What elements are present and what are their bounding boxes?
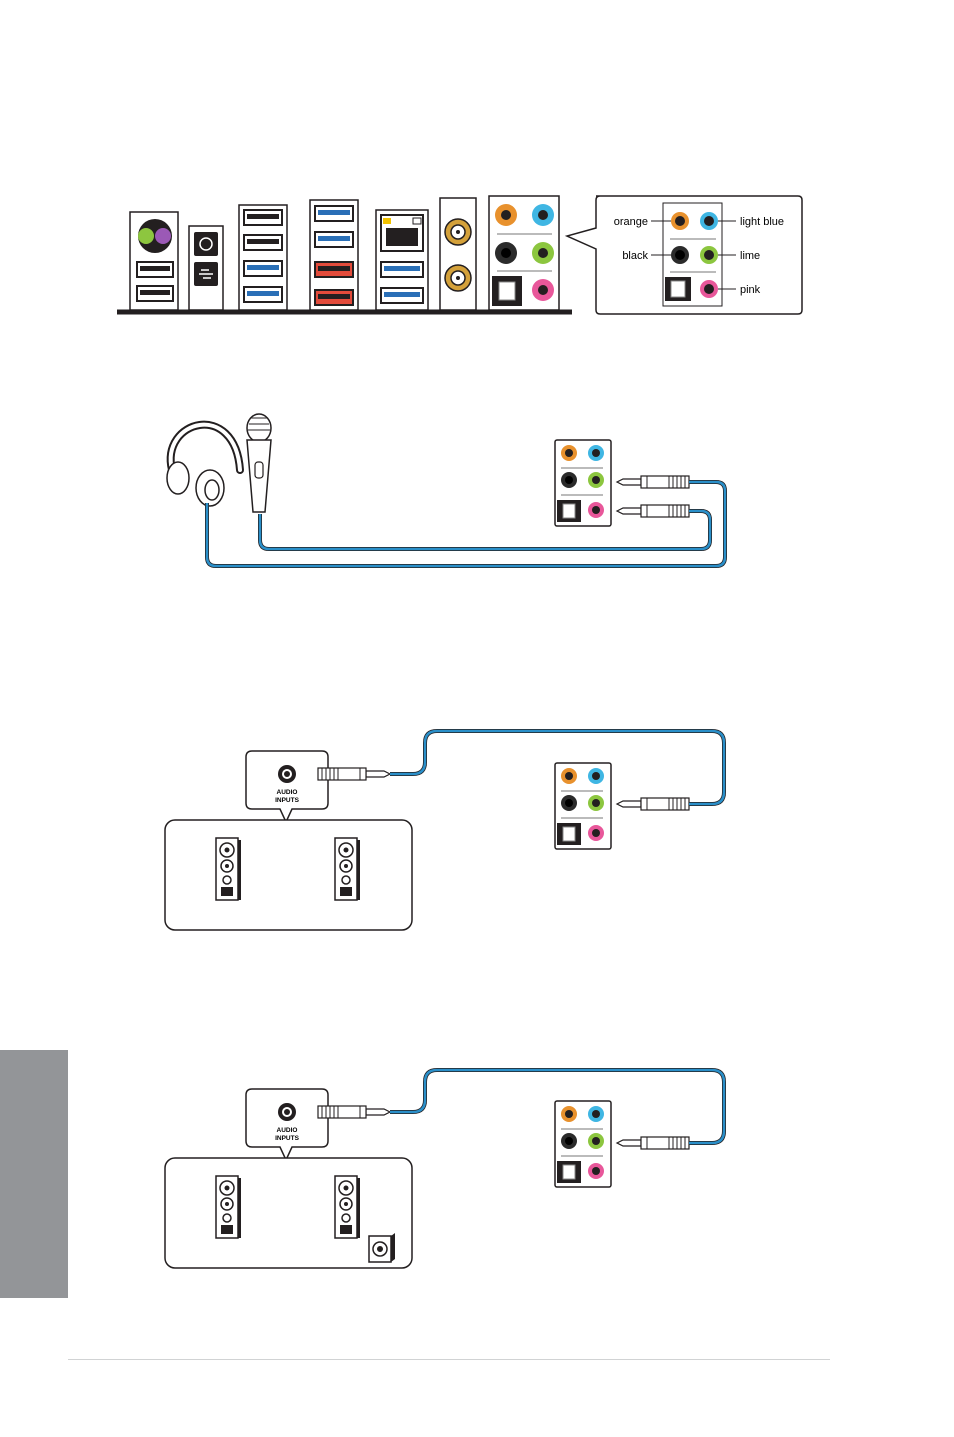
microphone-icon bbox=[247, 414, 271, 512]
speaker-2ch-diagram: AUDIO INPUTS bbox=[165, 731, 724, 930]
plug-line-out bbox=[617, 1137, 689, 1149]
usb-stack-blue-red bbox=[310, 200, 358, 310]
audio-panel-headset bbox=[555, 440, 611, 526]
speaker-left bbox=[216, 838, 241, 900]
headphone-mic-diagram bbox=[167, 414, 725, 566]
audio-inputs-label-line1: AUDIO bbox=[277, 1127, 298, 1134]
audio-panel-2ch bbox=[555, 763, 611, 849]
legend-label-lime: lime bbox=[740, 250, 760, 262]
speaker-left bbox=[216, 1176, 241, 1238]
audio-input-callout bbox=[246, 1089, 328, 1160]
audio-inputs-label-line2: INPUTS bbox=[275, 1135, 300, 1142]
subwoofer-icon bbox=[369, 1233, 395, 1262]
headphone-cable bbox=[207, 482, 725, 566]
bios-button-stack bbox=[189, 226, 223, 310]
audio-inputs-label-line1: AUDIO bbox=[277, 789, 298, 796]
ps2-usb-stack bbox=[130, 212, 178, 310]
audio-input-callout bbox=[246, 751, 328, 822]
plug-headphone bbox=[617, 476, 689, 488]
speaker-right bbox=[335, 1176, 360, 1238]
speaker-21ch-diagram: AUDIO INPUTS bbox=[165, 1070, 724, 1268]
audio-panel-21ch bbox=[555, 1101, 611, 1187]
audio-inputs-label-line2: INPUTS bbox=[275, 797, 300, 804]
speaker-right bbox=[335, 838, 360, 900]
jack-legend-callout: orange light blue black lime pink bbox=[567, 196, 802, 314]
legend-label-light-blue: light blue bbox=[740, 216, 784, 228]
plug-speaker-input bbox=[318, 768, 390, 780]
rear-audio-panel bbox=[489, 196, 559, 310]
rear-io-panel bbox=[117, 196, 572, 312]
usb-stack-black bbox=[239, 205, 287, 310]
plug-speaker-input bbox=[318, 1106, 390, 1118]
legend-label-pink: pink bbox=[740, 284, 761, 296]
legend-label-black: black bbox=[622, 250, 648, 262]
speaker-box bbox=[165, 820, 412, 930]
plug-line-out bbox=[617, 798, 689, 810]
headphone-icon bbox=[167, 425, 240, 506]
legend-label-orange: orange bbox=[614, 216, 648, 228]
plug-microphone bbox=[617, 505, 689, 517]
lan-usb-stack bbox=[376, 210, 428, 310]
antenna-connectors bbox=[440, 198, 476, 310]
